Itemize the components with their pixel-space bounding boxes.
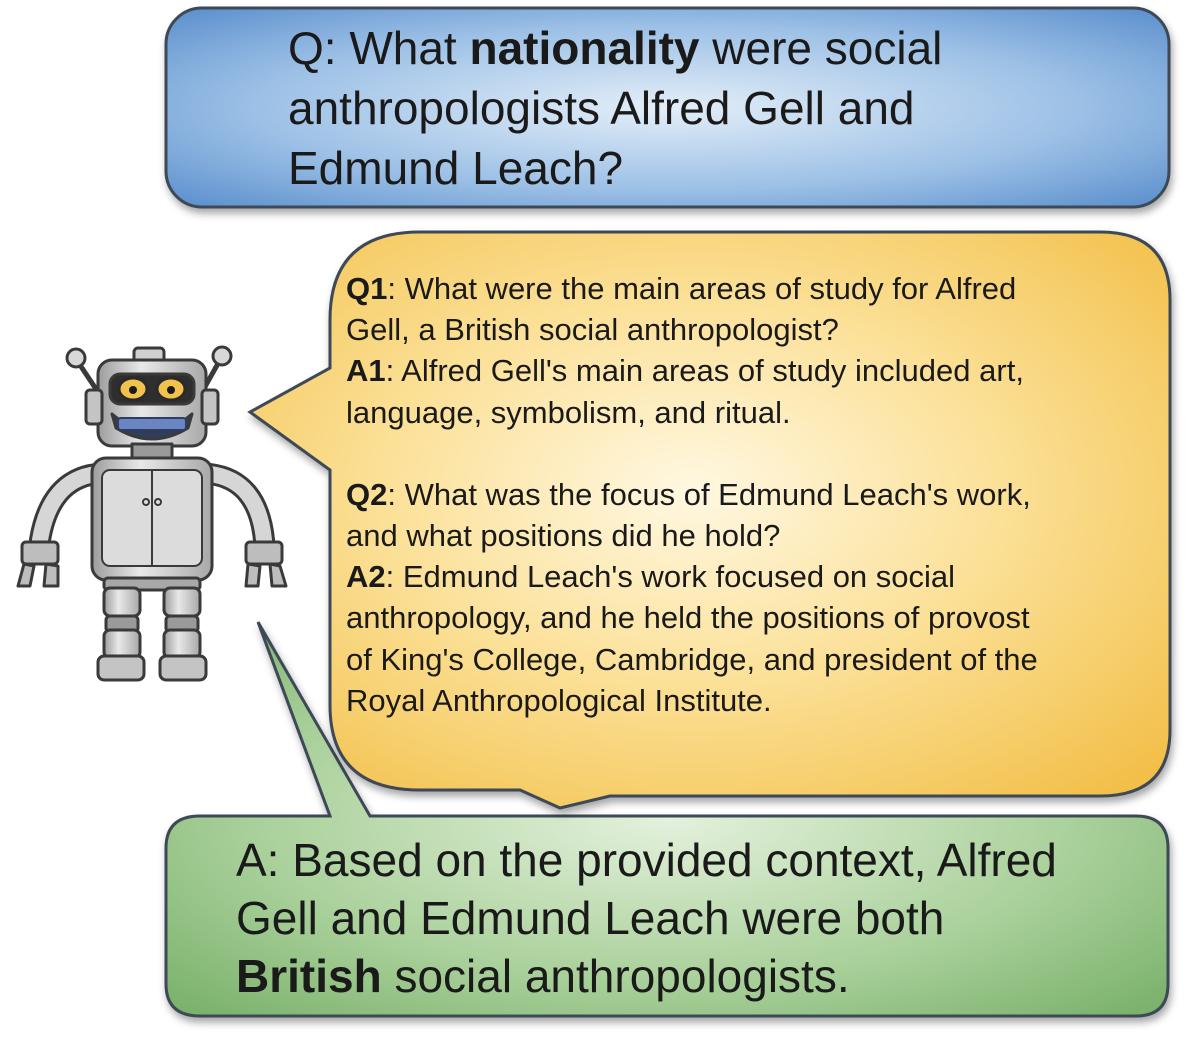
reasoning-text: Q1: What were the main areas of study fo… [346,268,1146,721]
answer-line-3-rest: social anthropologists. [381,950,850,1002]
sub-q1-tag: Q1 [346,271,388,306]
sub-q1-text: : What were the main areas of study for … [387,271,1017,306]
answer-line-2: Gell and Edmund Leach were both [236,892,945,944]
robot-icon [16,345,288,682]
sub-a2-line-2: anthropology, and he held the positions … [346,600,1030,636]
sub-a2-line-3: of King's College, Cambridge, and presid… [346,641,1038,677]
sub-a1-tag: A1 [346,353,386,389]
sub-q2-line-2: and what positions did he hold? [346,518,781,554]
sub-q1-line-2: Gell, a British social anthropologist? [346,312,839,348]
answer-emphasis: British [236,950,382,1002]
question-line-2: anthropologists Alfred Gell and [288,82,915,134]
question-bubble [164,6,1171,209]
sub-gap [346,433,1146,474]
answer-line-1: A: Based on the provided context, Alfred [236,834,1057,886]
sub-q2-line-1: Q2: What was the focus of Edmund Leach's… [346,474,1146,515]
answer-text: A: Based on the provided context, Alfred… [236,831,1156,1005]
sub-a2-text: : Edmund Leach's work focused on social [385,559,956,595]
sub-a1-text: : Alfred Gell's main areas of study incl… [385,353,1024,389]
question-text: Q: What nationality were social anthropo… [288,18,1148,198]
sub-q2-tag: Q2 [346,476,388,512]
sub-q1-line-1: Q1: What were the main areas of study fo… [346,268,1146,309]
sub-a2-line-1: A2: Edmund Leach's work focused on socia… [346,556,1146,597]
reasoning-bubble [247,230,1172,810]
sub-a1-line-1: A1: Alfred Gell's main areas of study in… [346,350,1146,391]
sub-a1-line-2: language, symbolism, and ritual. [346,394,791,430]
question-line-1: Q: What nationality were social [288,18,1148,78]
sub-q2-text: : What was the focus of Edmund Leach's w… [387,476,1031,512]
sub-a2-line-4: Royal Anthropological Institute. [346,682,772,718]
question-line-1-rest: were social [699,22,943,74]
question-prefix: Q: What [288,22,470,74]
answer-line-3: British social anthropologists. [236,947,1156,1005]
question-line-3: Edmund Leach? [288,142,624,194]
sub-a2-tag: A2 [346,559,386,595]
answer-bubble [164,621,1170,1018]
question-emphasis: nationality [469,22,700,74]
